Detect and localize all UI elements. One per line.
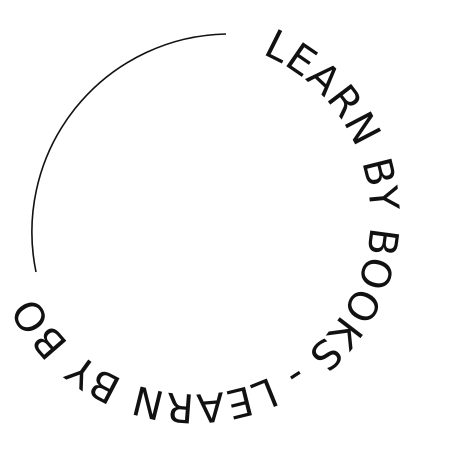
circle-arc <box>31 33 227 273</box>
ring-text: LEARN BY BOOKS - LEARN BY BOOKS <box>0 0 406 431</box>
ring-text-path: LEARN BY BOOKS - LEARN BY BOOKS <box>0 0 406 431</box>
